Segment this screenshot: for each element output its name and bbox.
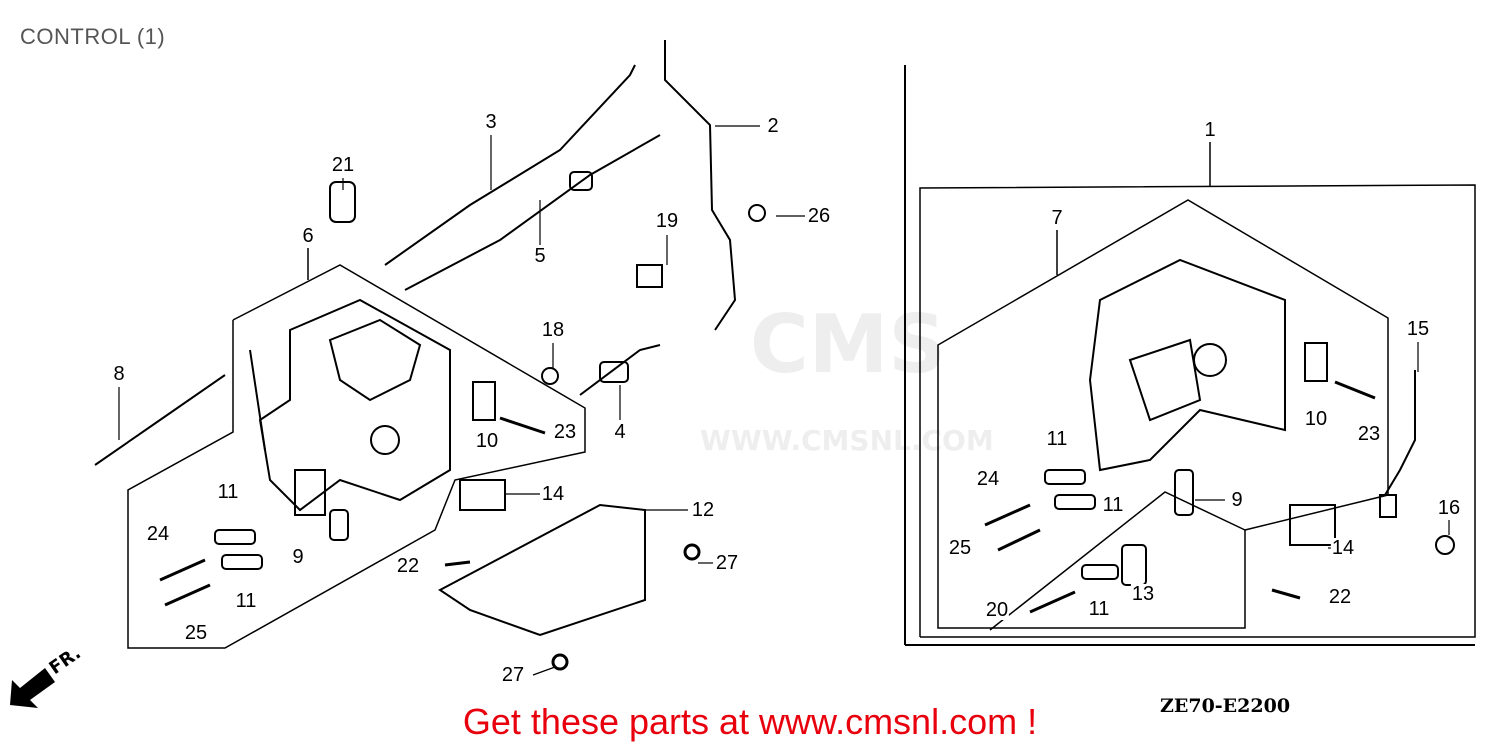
callout-4: 4 <box>613 421 627 443</box>
assembly-6-frame <box>127 248 586 649</box>
front-direction-label: FR. <box>45 643 84 679</box>
callout-3: 3 <box>484 111 498 133</box>
control-base-plate-left <box>249 298 451 516</box>
callout-5: 5 <box>533 245 547 267</box>
callout-23: 23 <box>1356 423 1382 445</box>
callout-25: 25 <box>183 622 209 644</box>
callout-14: 14 <box>1330 537 1356 559</box>
callout-9: 9 <box>291 546 305 568</box>
callout-1: 1 <box>1203 119 1217 141</box>
callout-10: 10 <box>474 430 500 452</box>
diagram-title: CONTROL (1) <box>20 24 166 49</box>
callout-25: 25 <box>947 537 973 559</box>
callout-23: 23 <box>552 421 578 443</box>
callout-20: 20 <box>984 599 1010 621</box>
callout-13: 13 <box>1130 583 1156 605</box>
callout-12: 12 <box>690 499 716 521</box>
rods <box>94 40 737 466</box>
watermark-url: WWW.CMSNL.COM <box>700 424 994 457</box>
callout-24: 24 <box>145 523 171 545</box>
callout-11: 11 <box>1101 494 1125 516</box>
callout-7: 7 <box>1050 207 1064 229</box>
watermark-logo: CMS <box>750 298 946 391</box>
bolts <box>159 380 1376 671</box>
diagram-code: ZE70-E2200 <box>1160 695 1291 717</box>
cover-12 <box>438 503 646 637</box>
callout-21: 21 <box>330 154 356 176</box>
callout-6: 6 <box>301 225 315 247</box>
promo-link[interactable]: Get these parts at www.cmsnl.com ! <box>462 701 1038 742</box>
callout-19: 19 <box>654 210 680 232</box>
callout-11: 11 <box>216 481 240 503</box>
callout-11: 11 <box>1045 428 1069 450</box>
control-base-plate-right <box>1088 258 1286 472</box>
callout-11: 11 <box>1087 598 1111 620</box>
callout-27: 27 <box>714 552 740 574</box>
callout-10: 10 <box>1303 408 1329 430</box>
callout-9: 9 <box>1230 489 1244 511</box>
callout-15: 15 <box>1405 318 1431 340</box>
callout-22: 22 <box>1327 586 1353 608</box>
callout-11: 11 <box>234 590 258 612</box>
assembly-1-frame <box>904 65 1476 646</box>
callout-22: 22 <box>395 555 421 577</box>
callout-14: 14 <box>540 483 566 505</box>
assembly-7-frame <box>937 199 1389 631</box>
small-parts <box>329 181 1455 555</box>
front-direction-arrow-icon <box>10 668 55 708</box>
callout-24: 24 <box>975 468 1001 490</box>
springs <box>214 171 1194 586</box>
callout-18: 18 <box>540 319 566 341</box>
callout-8: 8 <box>112 363 126 385</box>
leader-lines <box>118 125 1450 676</box>
callout-2: 2 <box>766 115 780 137</box>
callout-26: 26 <box>806 205 832 227</box>
callout-27: 27 <box>500 664 526 686</box>
callout-16: 16 <box>1436 497 1462 519</box>
